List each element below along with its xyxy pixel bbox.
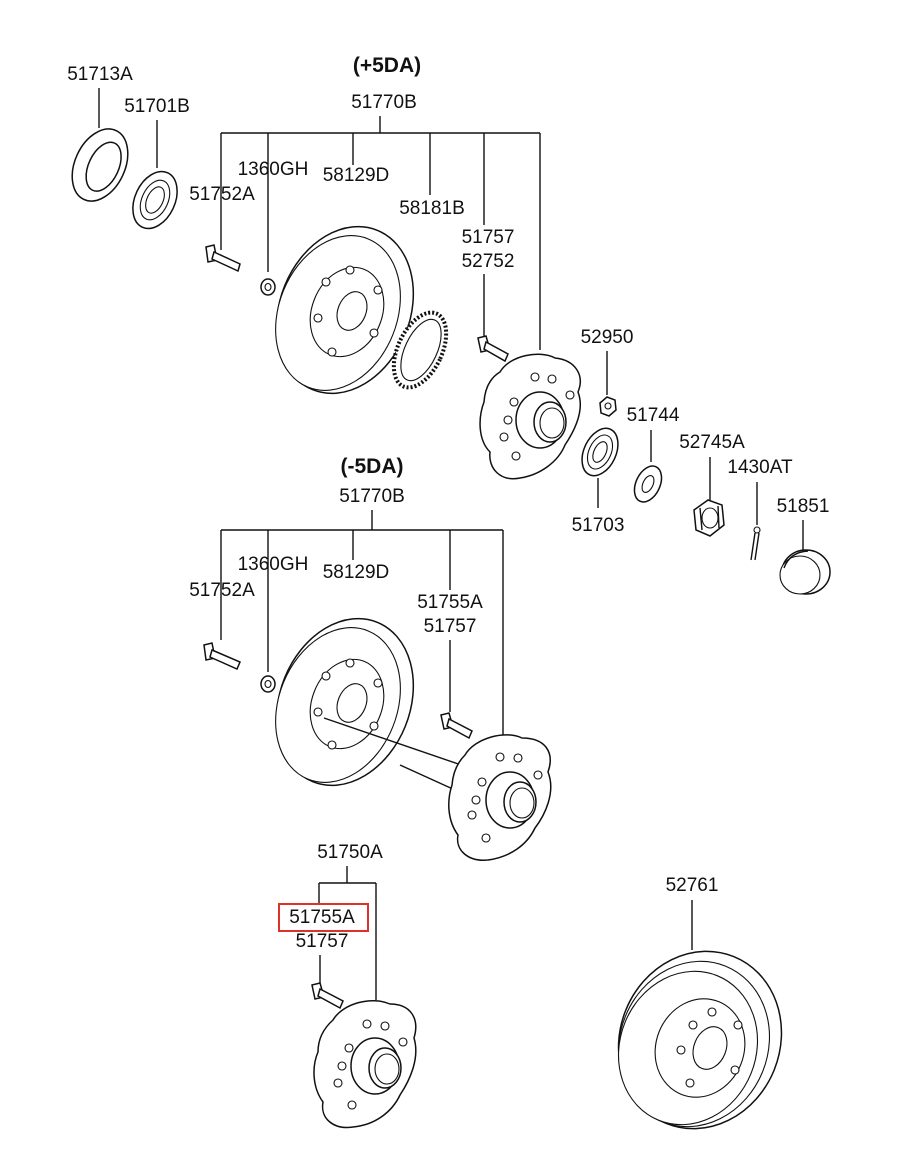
hub-flange-top — [479, 353, 582, 480]
bearing-51701b — [132, 170, 178, 230]
part-label-52761: 52761 — [666, 875, 719, 896]
part-label-51770b-top: 51770B — [351, 92, 417, 113]
part-label-58129d-top: 58129D — [323, 165, 390, 186]
part-label-1430at: 1430AT — [727, 457, 793, 478]
bracket-51770b-top — [220, 116, 541, 350]
part-label-51713a: 51713A — [67, 64, 133, 85]
part-label-58181b: 58181B — [399, 198, 465, 219]
cotter-pin-1430at — [750, 526, 761, 561]
nut-52950 — [599, 396, 617, 417]
part-label-51701b: 51701B — [124, 96, 190, 117]
oil-seal-51713a — [71, 128, 129, 202]
hub-flange-mid — [448, 734, 552, 861]
part-label-51851: 51851 — [777, 496, 830, 517]
bracket-51750a — [318, 866, 377, 1000]
part-label-51757-top: 51757 — [462, 227, 515, 248]
part-label-51757-bot: 51757 — [296, 931, 349, 952]
part-label-51770b-mid: 51770B — [339, 486, 405, 507]
part-label-51703: 51703 — [572, 515, 625, 536]
bolt-51752a-top — [205, 244, 241, 273]
bracket-51770b-mid — [220, 510, 504, 735]
part-label-51755a-mid: 51755A — [417, 592, 483, 613]
brake-disc-58129d-mid — [275, 617, 415, 787]
highlight-box-51755a — [278, 903, 369, 932]
bearing-51703 — [581, 427, 619, 477]
part-label-51752a-mid: 51752A — [189, 580, 255, 601]
part-label-51752a-top: 51752A — [189, 184, 255, 205]
hub-flange-bot — [313, 1000, 417, 1129]
part-label-1360gh-mid: 1360GH — [238, 554, 309, 575]
part-label-1360gh-top: 1360GH — [238, 159, 309, 180]
part-label-51757-mid: 51757 — [424, 616, 477, 637]
part-label-52745a: 52745A — [679, 432, 745, 453]
brake-disc-58129d-top — [275, 225, 415, 395]
group-label-plus-5da: (+5DA) — [353, 54, 421, 77]
part-label-52950: 52950 — [581, 327, 634, 348]
part-label-51750a: 51750A — [317, 842, 383, 863]
nut-1360gh-top — [260, 278, 276, 296]
brake-drum-52761 — [617, 950, 783, 1130]
stud-51757-bot — [311, 982, 344, 1010]
part-label-58129d-mid: 58129D — [323, 562, 390, 583]
part-label-51755a-bot[interactable]: 51755A — [289, 907, 355, 928]
hub-cap-51851 — [779, 549, 831, 595]
alignment-lines-mid — [323, 717, 471, 791]
tone-ring-58181b — [391, 310, 449, 390]
part-label-52752: 52752 — [462, 251, 515, 272]
group-label-minus-5da: (-5DA) — [341, 455, 404, 478]
stud-51757-mid — [440, 712, 473, 740]
nut-1360gh-mid — [260, 675, 276, 693]
bolt-51752a-mid — [203, 642, 241, 670]
castle-nut-52745a — [693, 499, 725, 537]
washer-51744 — [633, 465, 663, 503]
part-label-51744: 51744 — [627, 405, 680, 426]
stud-51757-top — [477, 335, 509, 363]
